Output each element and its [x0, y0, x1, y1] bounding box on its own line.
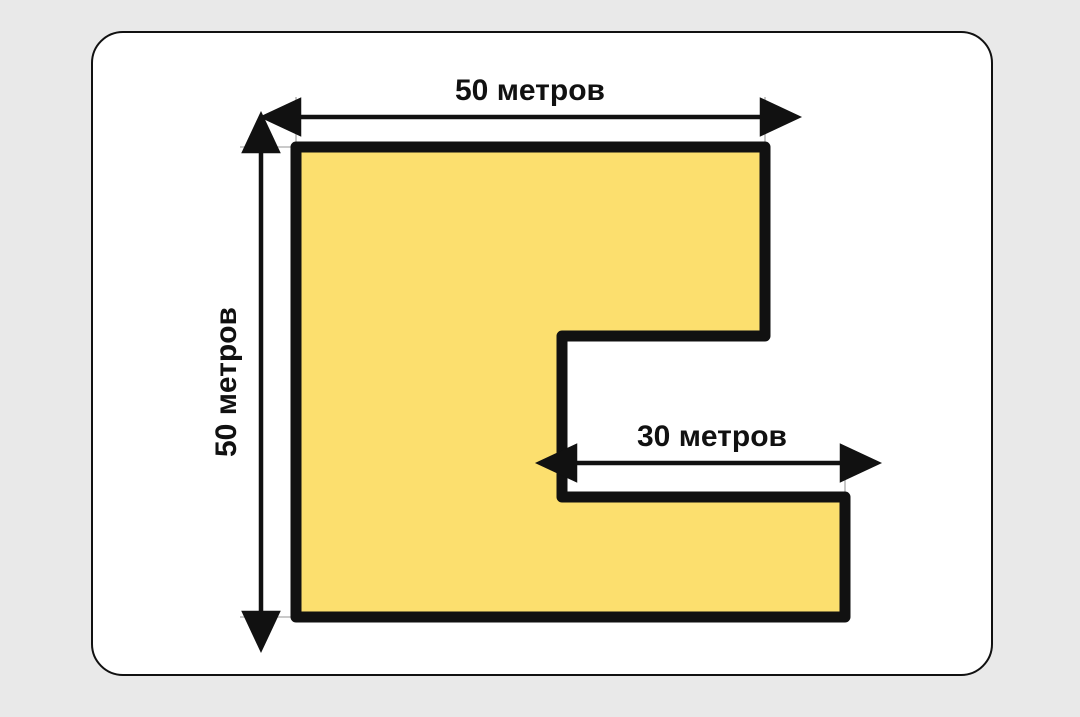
dimension-label-top: 50 метров — [455, 74, 605, 107]
dimension-label-left: 50 метров — [210, 307, 243, 457]
dimension-label-notch: 30 метров — [637, 420, 787, 453]
plot-polygon — [290, 141, 851, 623]
